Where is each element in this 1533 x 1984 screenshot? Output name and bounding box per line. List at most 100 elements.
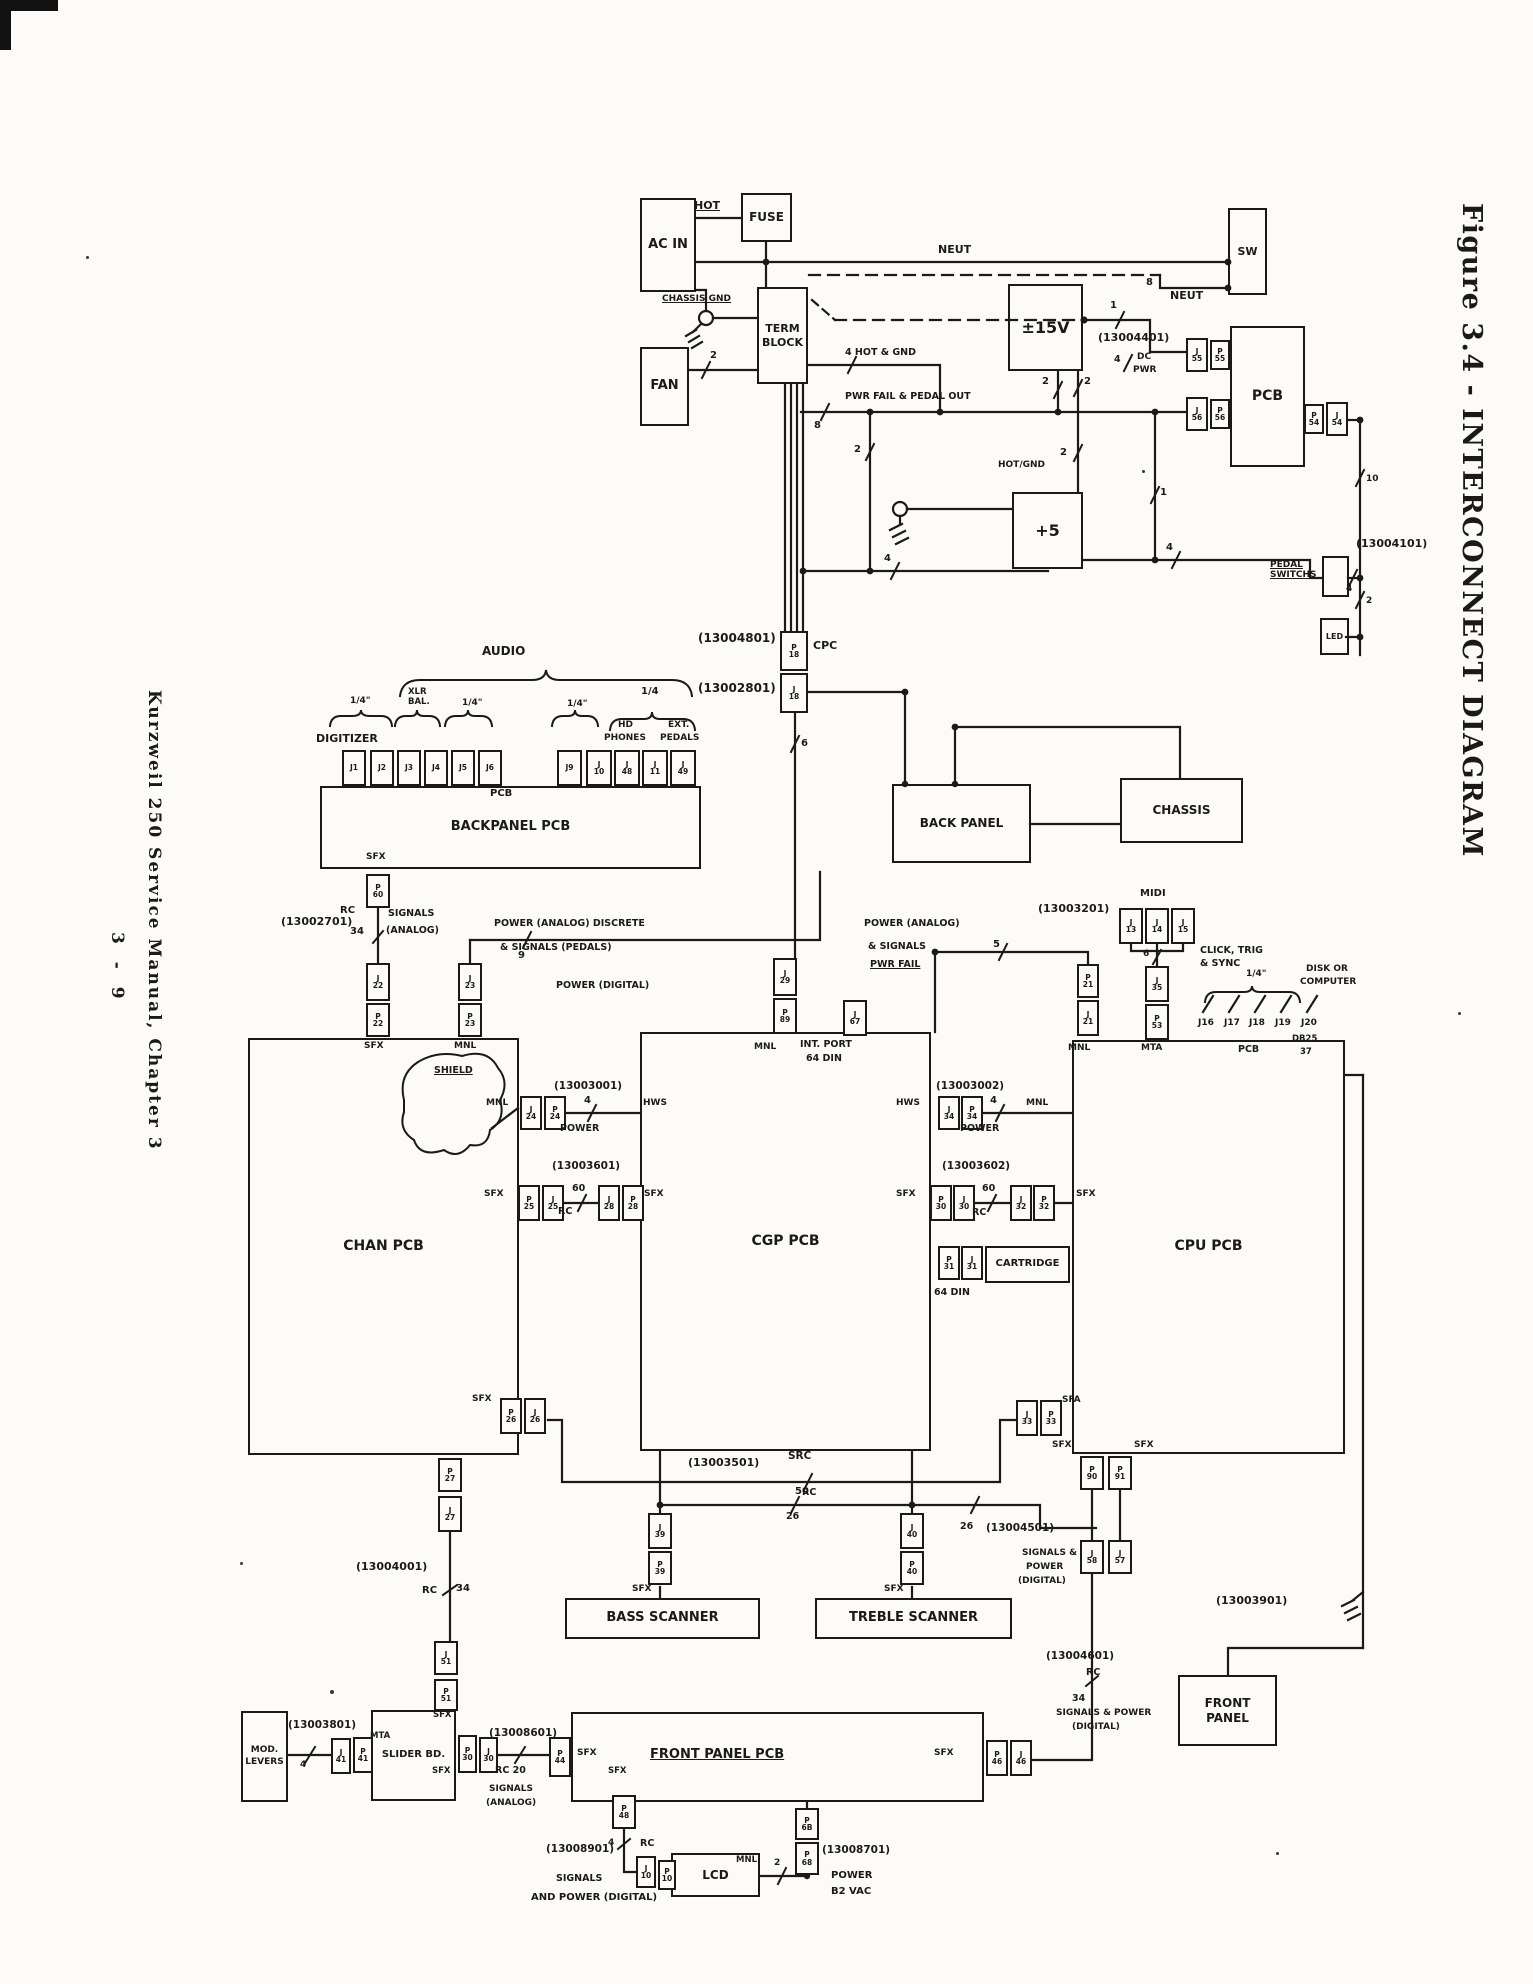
part-13002701: (13002701) xyxy=(281,915,353,928)
conn-j30-slider: J 30 xyxy=(479,1737,498,1773)
conn-p28: P 28 xyxy=(622,1185,644,1221)
power-analog-label: POWER (ANALOG) xyxy=(864,918,960,929)
sfx-bass: SFX xyxy=(632,1584,652,1594)
plus-5v-box: +5 xyxy=(1012,492,1083,569)
part-13004001: (13004001) xyxy=(356,1560,428,1573)
conn-p25: P 25 xyxy=(518,1185,540,1221)
conn-j24: J 24 xyxy=(520,1096,542,1130)
conn-j58: J 58 xyxy=(1080,1540,1104,1574)
power-chan-cgp: POWER xyxy=(560,1123,600,1134)
db25-label: DB25 xyxy=(1292,1034,1318,1044)
part-13004101: (13004101) xyxy=(1356,537,1428,550)
conn-j10: J 10 xyxy=(586,750,612,786)
power-analog-discrete: POWER (ANALOG) DISCRETE xyxy=(494,918,645,929)
cgp-pcb-box: CGP PCB xyxy=(640,1032,931,1451)
conn-p10-lcd: P 10 xyxy=(658,1860,676,1890)
chassis-gnd-label: CHASSIS GND xyxy=(662,294,732,304)
sfx-backpanel: SFX xyxy=(366,852,386,862)
conn-p21: P 21 xyxy=(1077,964,1099,998)
cpu-pcb-box: CPU PCB xyxy=(1072,1040,1345,1454)
scan-artifact xyxy=(0,0,11,50)
part-13003001: (13003001) xyxy=(554,1080,623,1092)
conn-p30: P 30 xyxy=(930,1185,952,1221)
hot-gnd-4-label: 4 HOT & GND xyxy=(845,347,916,358)
chassis-box: CHASSIS xyxy=(1120,778,1243,843)
count-34-backpanel: 34 xyxy=(350,926,364,937)
part-13003901: (13003901) xyxy=(1216,1594,1288,1607)
pedal-switchs-label: PEDAL SWITCHS xyxy=(1270,560,1317,581)
part-13002801: (13002801) xyxy=(698,681,776,695)
count-60-chan: 60 xyxy=(572,1183,586,1194)
part-13008701: (13008701) xyxy=(822,1844,891,1856)
conn-p48: P 48 xyxy=(612,1795,636,1829)
backpanel-pcb-box: BACKPANEL PCB xyxy=(320,786,701,869)
shield-label: SHIELD xyxy=(434,1065,473,1076)
neut-label-2: NEUT xyxy=(1170,289,1204,302)
and-power-digital: AND POWER (DIGITAL) xyxy=(531,1892,658,1903)
sfx-chan-bottom: SFX xyxy=(472,1394,492,1404)
conn-j57: J 57 xyxy=(1108,1540,1132,1574)
count-4-pedalwire: 4 xyxy=(1166,542,1173,553)
count-2-lcd: 2 xyxy=(774,1858,781,1868)
power-lcd: POWER xyxy=(831,1870,873,1881)
signals-lcd: SIGNALS xyxy=(556,1873,603,1884)
page-number: 3 - 9 xyxy=(107,932,127,1005)
count-2-mid: 2 xyxy=(1060,447,1067,458)
count-2-led: 2 xyxy=(1366,596,1373,606)
signals-power-dig3: (DIGITAL) xyxy=(1018,1576,1066,1586)
db37-label: 37 xyxy=(1300,1047,1312,1057)
rc-fp-chain: RC xyxy=(1086,1667,1101,1678)
conn-p89: P 89 xyxy=(773,998,797,1034)
conn-p60: P 60 xyxy=(366,874,390,908)
dc-pwr-count-4: 4 xyxy=(1114,354,1121,365)
plus-5v-box-label: +5 xyxy=(1035,520,1060,540)
rc-lcd: RC xyxy=(640,1838,655,1849)
slider-bd-box-label: SLIDER BD. xyxy=(381,1749,446,1761)
signals-power-dig1: SIGNALS & xyxy=(1022,1548,1077,1558)
sfx-chan-right: SFX xyxy=(484,1189,504,1199)
mnl-cpu-left: MNL xyxy=(1026,1098,1049,1108)
part-13003201: (13003201) xyxy=(1038,902,1110,915)
sfx-fp-left: SFX xyxy=(577,1748,597,1758)
rc-backpanel: RC xyxy=(340,905,356,916)
sfx-fp-bottom: SFX xyxy=(608,1766,627,1776)
front-panel-pcb-label: FRONT PANEL PCB xyxy=(650,1747,785,1762)
quarter-inch-2: 1/4" xyxy=(462,698,483,708)
conn-j18: J 18 xyxy=(780,673,808,713)
conn-j22: J 22 xyxy=(366,963,390,1001)
count-2-right: 2 xyxy=(1084,376,1091,387)
conn-j32: J 32 xyxy=(1010,1185,1032,1221)
conn-p91: P 91 xyxy=(1108,1456,1132,1490)
count-9: 9 xyxy=(518,950,525,961)
computer-label: COMPUTER xyxy=(1300,977,1357,987)
signals-analog-1: SIGNALS xyxy=(388,908,435,919)
fuse-box: FUSE xyxy=(741,193,792,242)
conn-j41: J 41 xyxy=(331,1738,351,1774)
src-label: SRC xyxy=(788,1450,812,1462)
count-4-chan: 4 xyxy=(584,1095,591,1106)
power-switch-box-label: SW xyxy=(1237,244,1258,258)
conn-p31: P 31 xyxy=(938,1246,960,1280)
conn-j49: J 49 xyxy=(670,750,696,786)
quarter-inch-1: 1/4" xyxy=(350,696,371,706)
lcd-box-label: LCD xyxy=(702,1867,729,1882)
fuse-box-label: FUSE xyxy=(749,210,784,224)
wire-count-8: 8 xyxy=(814,420,821,431)
b2-vac-label: B2 VAC xyxy=(831,1886,872,1897)
treble-scanner-box-label: TREBLE SCANNER xyxy=(849,1610,978,1626)
count-50: 50 xyxy=(795,1486,809,1497)
quarter-inch-5: 1/4" xyxy=(1246,969,1267,979)
part-13004801: (13004801) xyxy=(698,631,776,645)
audio-label: AUDIO xyxy=(482,644,526,658)
count-4-modlever: 4 xyxy=(300,1760,307,1770)
cpc-label: CPC xyxy=(813,639,838,652)
mnl-chan-right: MNL xyxy=(486,1098,509,1108)
conn-p51: P 51 xyxy=(434,1679,458,1711)
mod-levers-box-label: MOD. LEVERS xyxy=(245,1745,284,1767)
sfx-cgp-right: SFX xyxy=(896,1189,916,1199)
count-34-slider: 34 xyxy=(456,1583,470,1594)
wire-count-2a: 2 xyxy=(854,444,861,455)
conn-p40: P 40 xyxy=(900,1551,924,1585)
sfx-cgp-left: SFX xyxy=(644,1189,664,1199)
